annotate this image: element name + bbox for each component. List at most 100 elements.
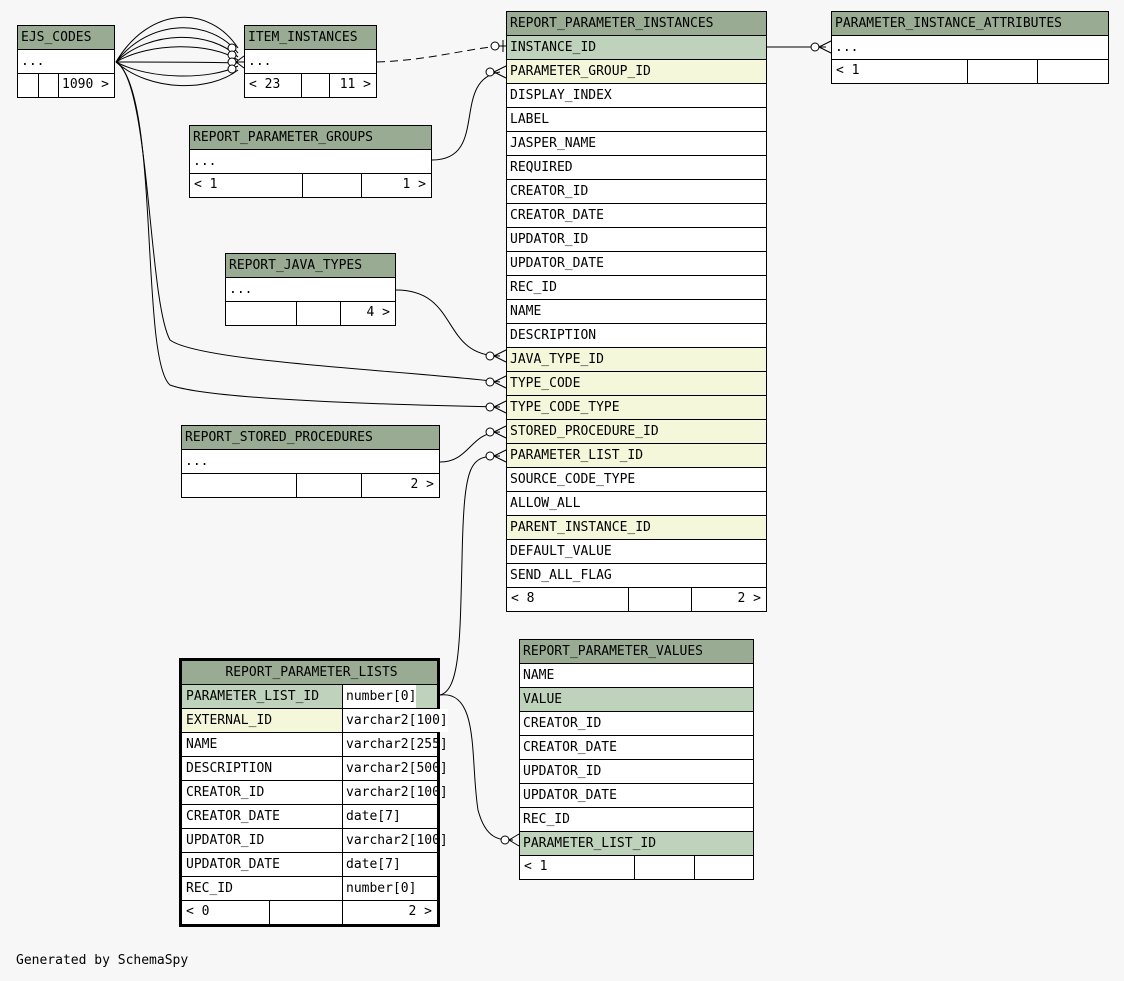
column-type: varchar2[100] bbox=[342, 829, 448, 852]
table-header[interactable]: ITEM_INSTANCES bbox=[245, 26, 376, 50]
edge-list-instance bbox=[439, 455, 501, 696]
table-header[interactable]: REPORT_PARAMETER_INSTANCES bbox=[507, 12, 766, 36]
row-count bbox=[296, 474, 361, 497]
column-row: UPDATOR_ID varchar2[100] bbox=[182, 829, 448, 853]
row-count bbox=[634, 856, 694, 879]
table-ejs-codes[interactable]: EJS_CODES ... 1090 > bbox=[17, 25, 115, 98]
column-row: VALUE bbox=[520, 688, 753, 712]
column-row: CREATOR_DATE bbox=[507, 204, 766, 228]
column-type: date[7] bbox=[342, 853, 401, 876]
column-ellipsis: ... bbox=[226, 278, 395, 302]
column-row: UPDATOR_DATE bbox=[520, 784, 753, 808]
table-report-parameter-values[interactable]: REPORT_PARAMETER_VALUES NAME VALUE CREAT… bbox=[519, 639, 754, 880]
column-row: SEND_ALL_FLAG bbox=[507, 564, 766, 588]
column-row: PARENT_INSTANCE_ID bbox=[507, 516, 766, 540]
column-row: CREATOR_DATE bbox=[520, 736, 753, 760]
column-type: date[7] bbox=[342, 805, 401, 828]
table-item-instances[interactable]: ITEM_INSTANCES ... < 23 11 > bbox=[244, 25, 377, 98]
parent-count bbox=[18, 74, 38, 97]
column-name: CREATOR_DATE bbox=[186, 809, 280, 824]
child-count: 2 > bbox=[342, 901, 437, 924]
table-footer: 2 > bbox=[182, 474, 439, 497]
column-name: NAME bbox=[186, 737, 218, 752]
column-row: PARAMETER_GROUP_ID bbox=[507, 60, 766, 84]
column-row: EXTERNAL_ID varchar2[100] bbox=[182, 709, 448, 733]
table-header[interactable]: EJS_CODES bbox=[18, 26, 114, 50]
column-type: varchar2[255] bbox=[342, 733, 448, 756]
column-row: CREATOR_ID bbox=[520, 712, 753, 736]
column-type: varchar2[100] bbox=[342, 709, 448, 732]
table-parameter-instance-attributes[interactable]: PARAMETER_INSTANCE_ATTRIBUTES ... < 1 bbox=[831, 11, 1109, 84]
edge-ejs-item-1 bbox=[115, 17, 239, 63]
table-header[interactable]: PARAMETER_INSTANCE_ATTRIBUTES bbox=[832, 12, 1108, 36]
table-footer: < 1 bbox=[832, 60, 1108, 83]
column-name: EXTERNAL_ID bbox=[186, 713, 273, 728]
edge-group bbox=[431, 71, 501, 161]
row-count bbox=[296, 302, 340, 325]
column-row: REC_ID bbox=[507, 276, 766, 300]
table-report-parameter-instances[interactable]: REPORT_PARAMETER_INSTANCES INSTANCE_ID P… bbox=[506, 11, 767, 612]
column-ellipsis: ... bbox=[190, 150, 431, 174]
column-ellipsis: ... bbox=[18, 50, 114, 74]
edge-ejs-type-code-type bbox=[115, 61, 501, 408]
edge-ejs-item-6 bbox=[115, 61, 239, 77]
column-row: UPDATOR_ID bbox=[507, 228, 766, 252]
table-header[interactable]: REPORT_PARAMETER_VALUES bbox=[520, 640, 753, 664]
column-row: JASPER_NAME bbox=[507, 132, 766, 156]
column-row: PARAMETER_LIST_ID bbox=[507, 444, 766, 468]
table-footer: < 1 1 > bbox=[190, 174, 431, 197]
column-row: DESCRIPTION bbox=[507, 324, 766, 348]
table-report-parameter-lists[interactable]: REPORT_PARAMETER_LISTS PARAMETER_LIST_ID… bbox=[179, 658, 448, 927]
edge-ejs-item-3 bbox=[115, 36, 239, 63]
parent-count: < 1 bbox=[524, 859, 548, 874]
column-row: ALLOW_ALL bbox=[507, 492, 766, 516]
row-count bbox=[269, 901, 342, 924]
table-header[interactable]: REPORT_JAVA_TYPES bbox=[226, 254, 395, 278]
table-report-stored-procedures[interactable]: REPORT_STORED_PROCEDURES ... 2 > bbox=[181, 425, 440, 498]
column-row: JAVA_TYPE_ID bbox=[507, 348, 766, 372]
generated-by-credit: Generated by SchemaSpy bbox=[16, 953, 189, 968]
parent-count bbox=[226, 302, 296, 325]
column-type: varchar2[100] bbox=[342, 781, 448, 804]
column-row: TYPE_CODE_TYPE bbox=[507, 396, 766, 420]
child-count bbox=[694, 856, 753, 879]
column-row: STORED_PROCEDURE_ID bbox=[507, 420, 766, 444]
table-header[interactable]: REPORT_STORED_PROCEDURES bbox=[182, 426, 439, 450]
edge-ejs-item-2 bbox=[115, 27, 239, 63]
edge-ejs-item-5 bbox=[115, 61, 239, 64]
column-ellipsis: ... bbox=[832, 36, 1108, 60]
table-header[interactable]: REPORT_PARAMETER_LISTS bbox=[182, 661, 437, 685]
child-count: 2 > bbox=[691, 588, 766, 611]
column-type: varchar2[500] bbox=[342, 757, 448, 780]
column-row: REQUIRED bbox=[507, 156, 766, 180]
table-header[interactable]: REPORT_PARAMETER_GROUPS bbox=[190, 126, 431, 150]
column-row: PARAMETER_LIST_ID bbox=[520, 832, 753, 856]
column-row: NAME bbox=[507, 300, 766, 324]
table-footer: < 0 2 > bbox=[182, 901, 437, 924]
table-footer: 4 > bbox=[226, 302, 395, 325]
parent-count: < 8 bbox=[511, 591, 535, 606]
column-row: INSTANCE_ID bbox=[507, 36, 766, 60]
column-name: PARAMETER_LIST_ID bbox=[186, 689, 320, 704]
table-report-java-types[interactable]: REPORT_JAVA_TYPES ... 4 > bbox=[225, 253, 396, 326]
column-row: NAME varchar2[255] bbox=[182, 733, 448, 757]
edge-list-value bbox=[439, 694, 514, 841]
edge-java-type bbox=[395, 289, 501, 357]
column-ellipsis: ... bbox=[182, 450, 439, 474]
parent-count: < 1 bbox=[836, 63, 860, 78]
column-type: number[0] bbox=[342, 877, 416, 900]
edge-ejs-item-4 bbox=[115, 46, 239, 63]
parent-count: < 1 bbox=[194, 177, 218, 192]
column-ellipsis: ... bbox=[245, 50, 376, 74]
parent-count: < 0 bbox=[186, 904, 210, 919]
column-name: UPDATOR_ID bbox=[186, 833, 265, 848]
table-report-parameter-groups[interactable]: REPORT_PARAMETER_GROUPS ... < 1 1 > bbox=[189, 125, 432, 198]
row-count bbox=[302, 174, 361, 197]
child-count bbox=[1037, 60, 1108, 83]
child-count: 1090 > bbox=[58, 74, 114, 97]
table-footer: < 1 bbox=[520, 856, 753, 879]
column-name: CREATOR_ID bbox=[186, 785, 265, 800]
